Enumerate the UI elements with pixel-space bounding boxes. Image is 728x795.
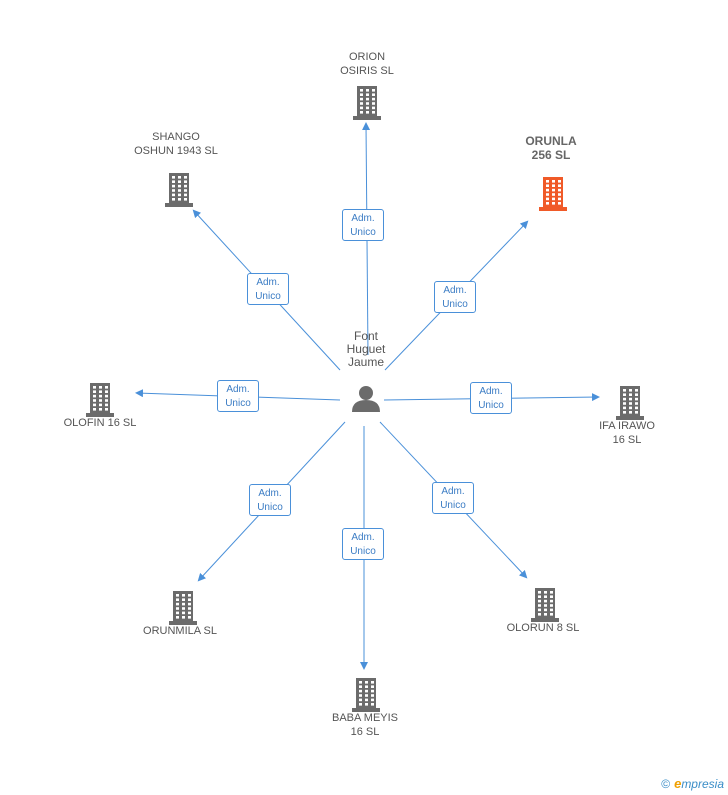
- company-label-line: IFA IRAWO: [599, 420, 655, 432]
- relation-badge-shango[interactable]: Adm. Unico: [247, 273, 289, 305]
- company-label-line: ORION: [348, 51, 386, 63]
- olofin-building-icon[interactable]: [86, 383, 114, 417]
- olorun-building-icon[interactable]: [531, 588, 559, 622]
- company-label-baba[interactable]: BABA MEYIS 16 SL: [305, 711, 425, 739]
- company-label-line: ORUNLA: [525, 134, 577, 148]
- company-label-line: OSHUN 1943 SL: [134, 145, 218, 157]
- relation-badge-text: Unico: [478, 400, 504, 411]
- relation-badge-text: Adm.: [351, 532, 375, 543]
- center-person-name[interactable]: Font Huguet Jaume: [346, 329, 386, 369]
- relation-badge-text: Adm.: [258, 488, 282, 499]
- baba-building-icon[interactable]: [352, 678, 380, 712]
- relation-badge-text: Adm.: [256, 277, 280, 288]
- relation-badge-text: Adm.: [441, 486, 465, 497]
- shango-building-icon[interactable]: [165, 173, 193, 207]
- relation-badge-text: Unico: [440, 500, 466, 511]
- relation-badge-text: Unico: [442, 299, 468, 310]
- company-label-line: OLOFIN 16 SL: [63, 417, 137, 429]
- orion-building-icon[interactable]: [353, 86, 381, 120]
- relation-badge-orunla[interactable]: Adm. Unico: [434, 281, 476, 313]
- company-label-line: 16 SL: [350, 726, 380, 738]
- company-label-line: 256 SL: [531, 148, 571, 162]
- company-label-line: SHANGO: [152, 131, 200, 143]
- empresia-logo: ©empresia: [661, 776, 724, 791]
- orunla-building-icon[interactable]: [539, 177, 567, 211]
- company-label-orunmila[interactable]: ORUNMILA SL: [120, 624, 240, 638]
- company-label-olorun[interactable]: OLORUN 8 SL: [483, 621, 603, 635]
- relation-badge-text: Unico: [257, 502, 283, 513]
- relation-badge-orunmila[interactable]: Adm. Unico: [249, 484, 291, 516]
- relation-badge-olorun[interactable]: Adm. Unico: [432, 482, 474, 514]
- relation-badge-text: Unico: [350, 546, 376, 557]
- company-label-line: OLORUN 8 SL: [506, 622, 580, 634]
- relation-badge-ifa[interactable]: Adm. Unico: [470, 382, 512, 414]
- relation-badge-text: Adm.: [351, 213, 375, 224]
- company-label-shango[interactable]: SHANGO OSHUN 1943 SL: [116, 130, 236, 158]
- relation-badge-text: Unico: [255, 291, 281, 302]
- orunmila-building-icon[interactable]: [169, 591, 197, 625]
- relation-badge-text: Adm.: [443, 285, 467, 296]
- company-label-line: OSIRIS SL: [340, 65, 394, 77]
- company-label-line: ORUNMILA SL: [143, 625, 217, 637]
- company-label-line: 16 SL: [612, 434, 642, 446]
- relation-badge-baba[interactable]: Adm. Unico: [342, 528, 384, 560]
- company-label-ifa[interactable]: IFA IRAWO 16 SL: [567, 419, 687, 447]
- relation-badge-olofin[interactable]: Adm. Unico: [217, 380, 259, 412]
- company-label-orion[interactable]: ORION OSIRIS SL: [307, 50, 427, 78]
- company-label-olofin[interactable]: OLOFIN 16 SL: [40, 416, 160, 430]
- relation-badge-text: Adm.: [479, 386, 503, 397]
- company-label-line: BABA MEYIS: [331, 712, 399, 724]
- relation-badge-text: Unico: [225, 398, 251, 409]
- relation-badge-orion[interactable]: Adm. Unico: [342, 209, 384, 241]
- relation-badge-text: Adm.: [226, 384, 250, 395]
- relation-badge-text: Unico: [350, 227, 376, 238]
- ifa-building-icon[interactable]: [616, 386, 644, 420]
- person-icon[interactable]: [352, 386, 380, 412]
